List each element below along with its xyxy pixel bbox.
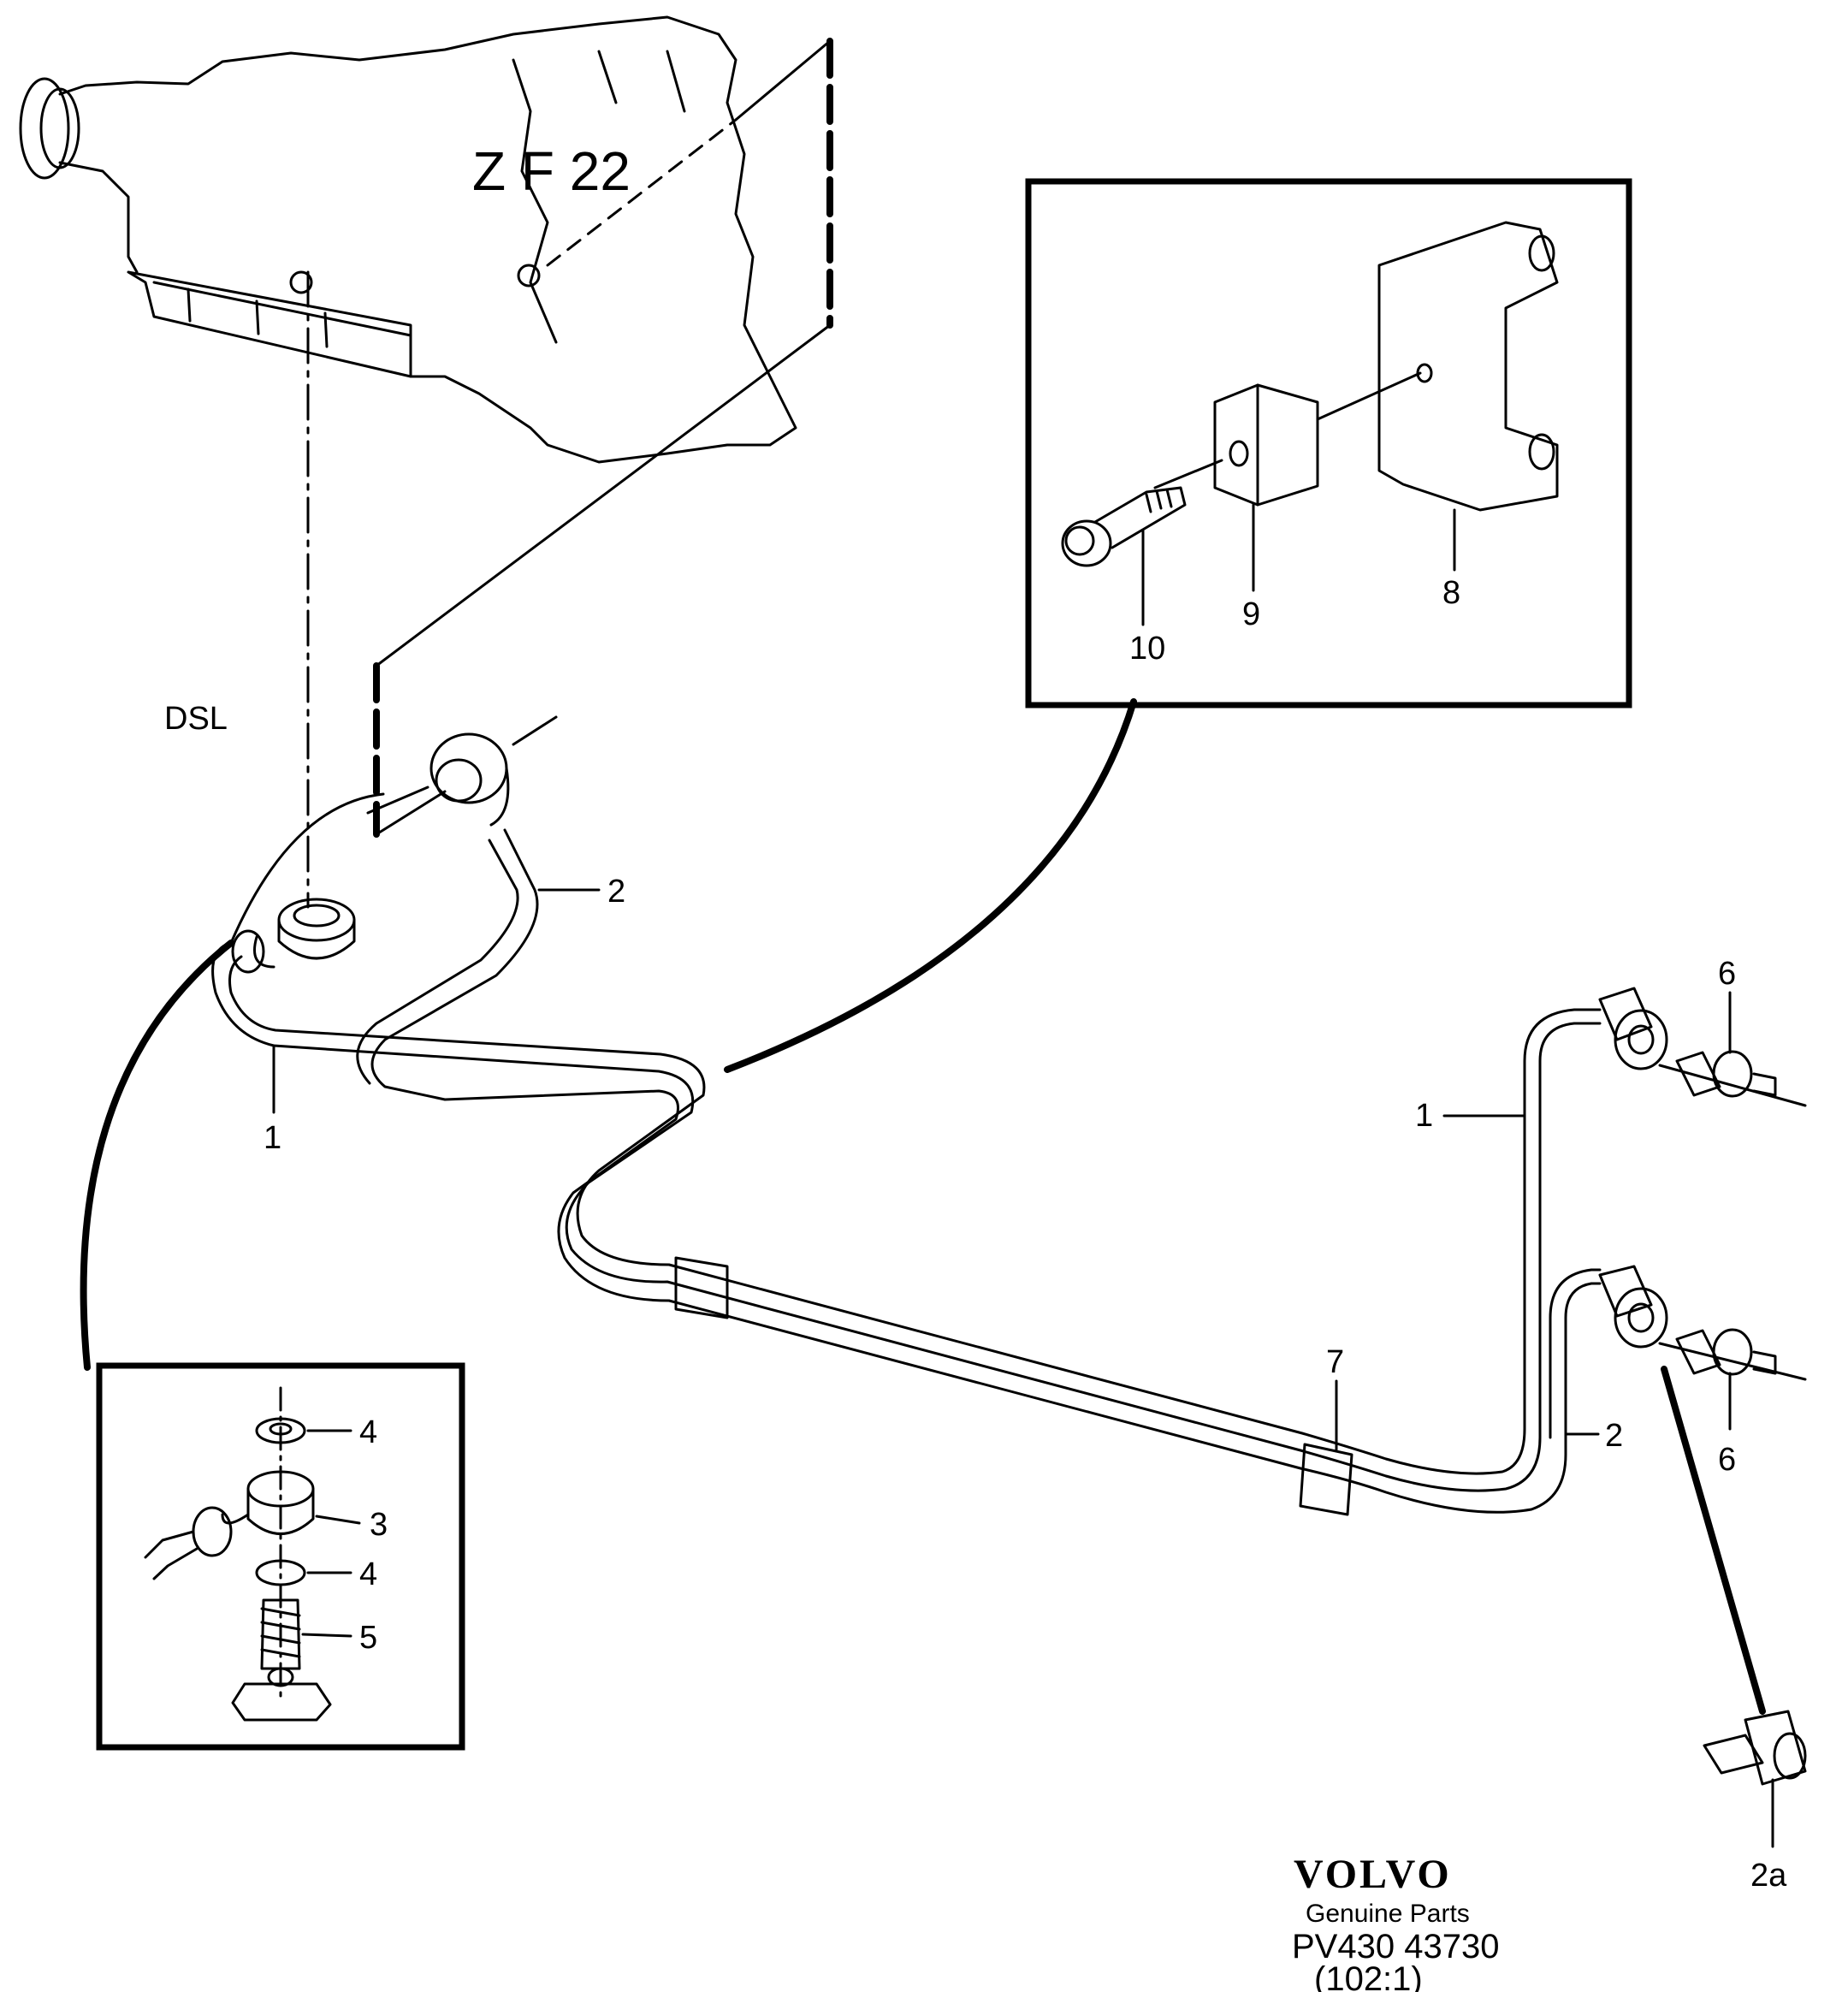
brand-logo: VOLVO xyxy=(1294,1852,1452,1897)
bracket-detail xyxy=(1061,221,1559,626)
arrow-bracket-to-pipe xyxy=(724,698,1137,1073)
bracket-detail-frame xyxy=(1025,178,1632,708)
panel-line-top xyxy=(734,39,832,122)
callout-9: 9 xyxy=(1242,596,1260,632)
callout-2-right: 2 xyxy=(1605,1418,1623,1454)
callout-10: 10 xyxy=(1129,631,1165,667)
callout-6-top: 6 xyxy=(1718,956,1736,992)
banjo-detail-frame xyxy=(96,1362,465,1751)
panel-line-diagonal xyxy=(375,323,832,667)
right-fittings xyxy=(1598,987,1807,1786)
banjo-detail xyxy=(144,1386,361,1722)
footer: VOLVO Genuine Parts PV430 43730 (102:1) xyxy=(1292,1852,1499,1992)
arrow-to-upper-banjo xyxy=(229,792,385,945)
upper-banjo-fitting xyxy=(366,715,558,827)
arrow-plug-to-fitting xyxy=(1661,1366,1766,1715)
callout-7: 7 xyxy=(1326,1344,1344,1380)
panel-line-bottom xyxy=(375,790,447,836)
variant-label: DSL xyxy=(164,701,228,737)
callout-1-left: 1 xyxy=(264,1120,281,1156)
callout-5: 5 xyxy=(359,1620,377,1656)
part-number: PV430 43730 xyxy=(1292,1928,1499,1965)
pipe-assembly xyxy=(211,828,1602,1516)
callout-2a: 2a xyxy=(1750,1858,1787,1894)
callout-6-bottom: 6 xyxy=(1718,1442,1736,1478)
callout-1-right: 1 xyxy=(1415,1098,1433,1134)
callout-4-bottom: 4 xyxy=(359,1556,377,1592)
transmission-drawing: Z F 22 xyxy=(19,15,797,464)
scale-note: (102:1) xyxy=(1314,1960,1423,1992)
model-label: Z F 22 xyxy=(472,140,631,202)
callout-3: 3 xyxy=(370,1507,388,1543)
callout-8: 8 xyxy=(1442,575,1460,611)
callout-2-left: 2 xyxy=(607,874,625,910)
left-banjo-fitting xyxy=(231,898,356,974)
callout-4-top: 4 xyxy=(359,1414,377,1450)
arrow-to-left-banjo xyxy=(80,940,234,1371)
footer-subtitle: Genuine Parts xyxy=(1306,1900,1470,1928)
